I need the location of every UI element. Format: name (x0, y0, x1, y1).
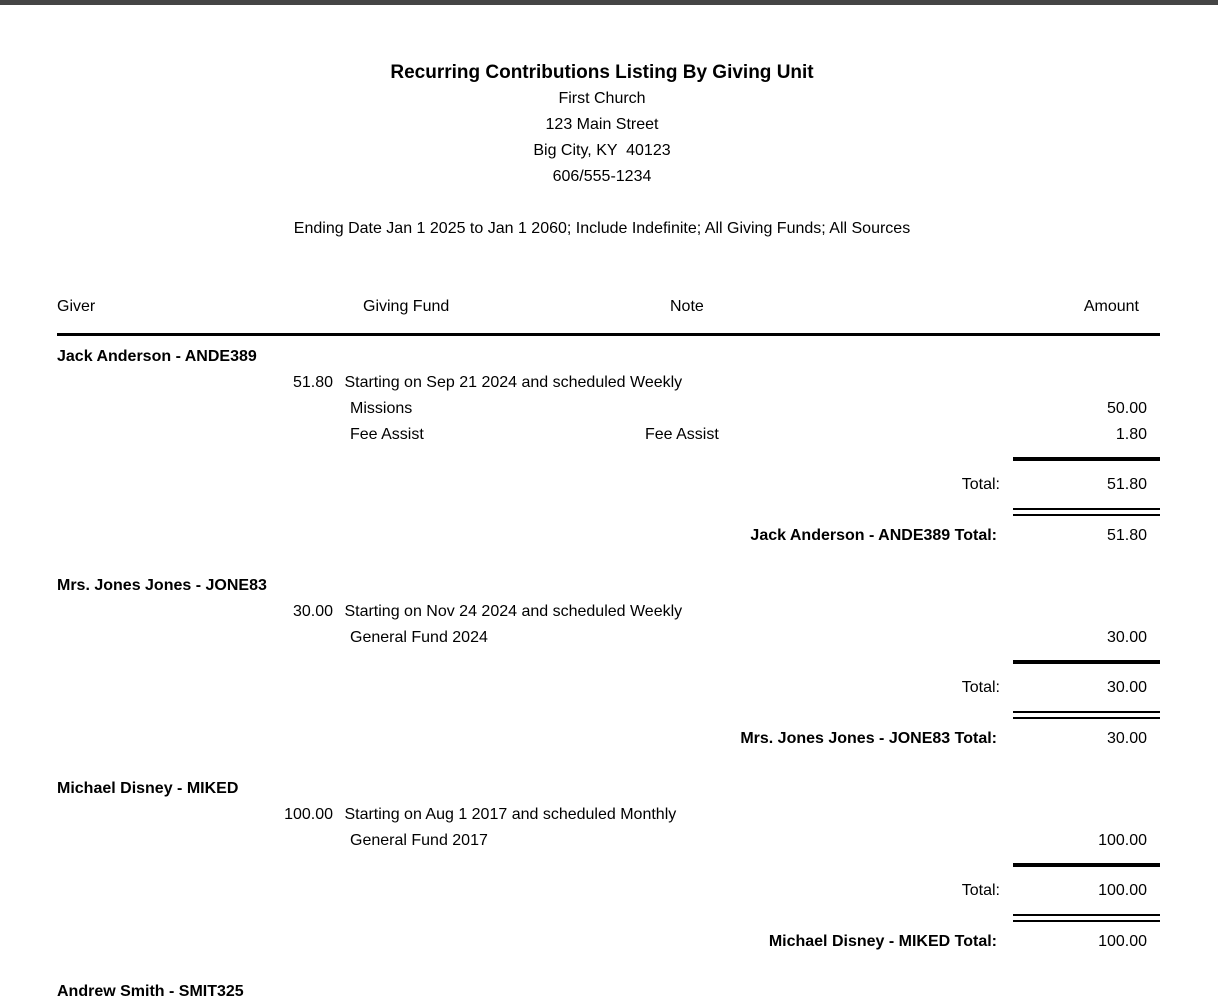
schedule-text: Starting on Sep 21 2024 and scheduled We… (344, 374, 683, 391)
giver-total-amount: 30.00 (1106, 730, 1147, 747)
fund-lines: General Fund 2024 30.00 (57, 625, 1147, 651)
giver-total-amount: 100.00 (1098, 933, 1147, 950)
total-rule-row (57, 448, 1160, 461)
fund-amount: 30.00 (1106, 629, 1147, 646)
fund-amount: 50.00 (1106, 400, 1147, 417)
giver-group: Mrs. Jones Jones - JONE83 30.00 Starting… (57, 573, 1160, 752)
column-header-giver: Giver (57, 298, 96, 315)
giver-total-label: Michael Disney - MIKED Total: (768, 933, 997, 950)
giver-total-amount: 51.80 (1106, 527, 1147, 544)
giver-total-row: Michael Disney - MIKED Total: 100.00 (57, 929, 1147, 955)
giver-total-double-rule (1013, 711, 1160, 719)
schedule-amount: 100.00 (284, 806, 333, 823)
total-label: Total: (961, 679, 1000, 696)
fund-note: Fee Assist (645, 426, 719, 443)
giver-name: Andrew Smith - SMIT325 (57, 983, 244, 1000)
org-name: First Church (558, 90, 646, 107)
fund-line-row: Missions 50.00 (57, 396, 1147, 422)
table-header-rule (57, 333, 1160, 336)
fund-lines: Missions 50.00 Fee Assist Fee Assist 1.8… (57, 396, 1147, 448)
schedule-text: Starting on Aug 1 2017 and scheduled Mon… (344, 806, 677, 823)
fund-lines: General Fund 2017 100.00 (57, 828, 1147, 854)
giver-total-label: Jack Anderson - ANDE389 Total: (750, 527, 997, 544)
fund-name: General Fund 2017 (350, 832, 488, 849)
column-header-amount: Amount (1083, 298, 1139, 315)
schedule-row: 100.00 Starting on Aug 1 2017 and schedu… (57, 802, 1147, 828)
double-rule-row (57, 498, 1160, 516)
org-address-street: 123 Main Street (545, 116, 659, 133)
giver-total-row: Mrs. Jones Jones - JONE83 Total: 30.00 (57, 726, 1147, 752)
giver-name: Mrs. Jones Jones - JONE83 (57, 577, 267, 594)
fund-name: Fee Assist (350, 426, 424, 443)
total-amount: 30.00 (1106, 679, 1147, 696)
total-amount: 51.80 (1106, 476, 1147, 493)
giver-total-label: Mrs. Jones Jones - JONE83 Total: (740, 730, 997, 747)
report-body: Jack Anderson - ANDE389 51.80 Starting o… (57, 344, 1160, 1005)
report-page: Recurring Contributions Listing By Givin… (0, 61, 1218, 1005)
group-total-row: Total: 51.80 (57, 472, 1147, 498)
column-header-giving-fund: Giving Fund (363, 298, 450, 315)
org-phone: 606/555-1234 (552, 168, 652, 185)
giver-name: Jack Anderson - ANDE389 (57, 348, 257, 365)
report-criteria: Ending Date Jan 1 2025 to Jan 1 2060; In… (293, 220, 911, 237)
org-address-city: Big City, KY 40123 (533, 142, 671, 159)
giver-total-double-rule (1013, 914, 1160, 922)
double-rule-row (57, 904, 1160, 922)
fund-line-row: Fee Assist Fee Assist 1.80 (57, 422, 1147, 448)
schedule-row: 30.00 Starting on Nov 24 2024 and schedu… (57, 599, 1147, 625)
fund-name: Missions (350, 400, 413, 417)
table-header-row: Giver Giving Fund Note Amount (57, 294, 1147, 320)
fund-name: General Fund 2024 (350, 629, 488, 646)
schedule-amount: 30.00 (292, 603, 333, 620)
fund-note (645, 625, 1013, 651)
giver-name: Michael Disney - MIKED (57, 780, 239, 797)
giver-group: Michael Disney - MIKED 100.00 Starting o… (57, 776, 1160, 955)
report-title: Recurring Contributions Listing By Givin… (390, 62, 814, 83)
total-rule-row (57, 651, 1160, 664)
fund-line-row: General Fund 2024 30.00 (57, 625, 1147, 651)
total-rule (1013, 863, 1160, 867)
giver-group: Jack Anderson - ANDE389 51.80 Starting o… (57, 344, 1160, 549)
total-rule-row (57, 854, 1160, 867)
fund-amount: 1.80 (1115, 426, 1147, 443)
double-rule-row (57, 701, 1160, 719)
group-total-row: Total: 100.00 (57, 878, 1147, 904)
giver-total-double-rule (1013, 508, 1160, 516)
fund-note (645, 828, 1013, 854)
total-label: Total: (961, 882, 1000, 899)
total-rule (1013, 457, 1160, 461)
fund-amount: 100.00 (1098, 832, 1147, 849)
group-total-row: Total: 30.00 (57, 675, 1147, 701)
window-top-bar (0, 0, 1218, 5)
total-label: Total: (961, 476, 1000, 493)
schedule-amount: 51.80 (292, 374, 333, 391)
fund-note (645, 396, 1013, 422)
report-org-block: First Church 123 Main Street Big City, K… (57, 86, 1147, 190)
giver-group: Andrew Smith - SMIT325 (57, 979, 1147, 1005)
total-rule (1013, 660, 1160, 664)
schedule-row: 51.80 Starting on Sep 21 2024 and schedu… (57, 370, 1147, 396)
total-amount: 100.00 (1098, 882, 1147, 899)
giver-total-row: Jack Anderson - ANDE389 Total: 51.80 (57, 523, 1147, 549)
column-header-note: Note (670, 298, 704, 315)
fund-line-row: General Fund 2017 100.00 (57, 828, 1147, 854)
schedule-text: Starting on Nov 24 2024 and scheduled We… (344, 603, 683, 620)
